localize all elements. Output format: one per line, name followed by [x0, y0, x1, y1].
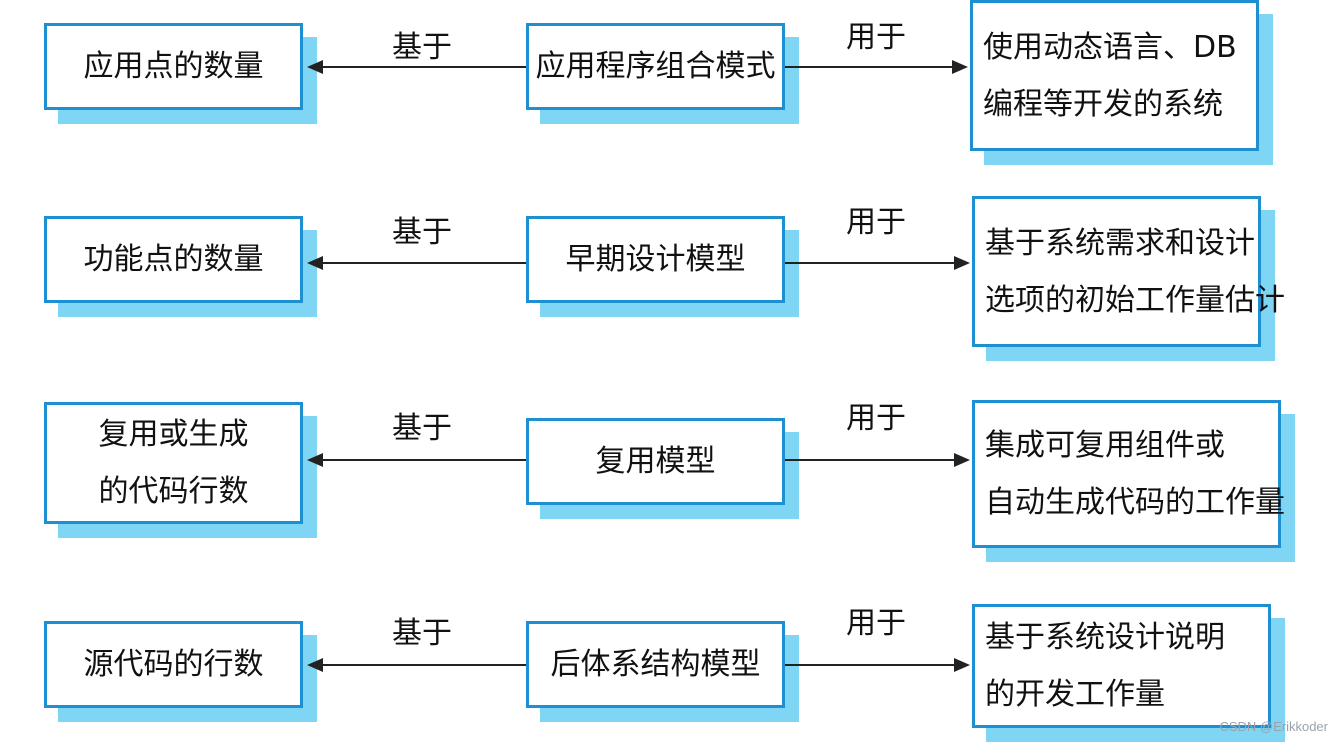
used-for-arrow-head [954, 658, 970, 672]
model-box: 复用模型 [526, 418, 785, 505]
input-metric-box: 源代码的行数 [44, 621, 303, 708]
watermark: CSDN @Erikkoder [1219, 719, 1328, 734]
used-for-arrow-line [785, 262, 956, 264]
used-for-label: 用于 [846, 401, 906, 436]
usage-box: 使用动态语言、DB 编程等开发的系统 [970, 0, 1259, 151]
input-metric-box: 功能点的数量 [44, 216, 303, 303]
based-on-arrow-head [307, 453, 323, 467]
used-for-label: 用于 [846, 606, 906, 641]
usage-box-line: 基于系统需求和设计 [985, 225, 1255, 261]
based-on-arrow-head [307, 658, 323, 672]
used-for-arrow-head [952, 60, 968, 74]
input-metric-box-line: 的代码行数 [98, 474, 249, 509]
used-for-arrow-head [954, 453, 970, 467]
used-for-label: 用于 [846, 20, 906, 55]
usage-box-line: 自动生成代码的工作量 [985, 485, 1285, 520]
based-on-label: 基于 [392, 411, 452, 446]
based-on-label: 基于 [392, 30, 452, 65]
used-for-arrow-line [785, 66, 954, 68]
based-on-arrow-line [321, 664, 526, 666]
model-box: 应用程序组合模式 [526, 23, 785, 110]
used-for-arrow-head [954, 256, 970, 270]
input-metric-box: 复用或生成的代码行数 [44, 402, 303, 524]
usage-box-line: 的开发工作量 [985, 677, 1165, 712]
model-box: 早期设计模型 [526, 216, 785, 303]
input-metric-box-line: 源代码的行数 [83, 647, 264, 682]
based-on-arrow-head [307, 256, 323, 270]
usage-box: 基于系统设计说明的开发工作量 [972, 604, 1271, 728]
input-metric-box-line: 功能点的数量 [83, 242, 264, 277]
usage-box-line: 选项的初始工作量估计 [985, 282, 1285, 318]
input-metric-box-line: 应用点的数量 [83, 49, 264, 84]
based-on-arrow-line [321, 66, 526, 68]
based-on-arrow-head [307, 60, 323, 74]
usage-box: 基于系统需求和设计选项的初始工作量估计 [972, 196, 1285, 347]
used-for-label: 用于 [846, 205, 906, 240]
input-metric-box-line: 复用或生成 [98, 417, 249, 452]
based-on-label: 基于 [392, 616, 452, 651]
used-for-arrow-line [785, 459, 956, 461]
based-on-arrow-line [321, 262, 526, 264]
usage-box-line: 集成可复用组件或 [985, 428, 1225, 463]
usage-box: 集成可复用组件或自动生成代码的工作量 [972, 400, 1285, 548]
usage-box-line: 使用动态语言、DB [983, 29, 1237, 65]
input-metric-box: 应用点的数量 [44, 23, 303, 110]
based-on-label: 基于 [392, 215, 452, 250]
usage-box-line: 基于系统设计说明 [985, 620, 1225, 655]
used-for-arrow-line [785, 664, 956, 666]
model-box-line: 后体系结构模型 [550, 647, 761, 682]
model-box: 后体系结构模型 [526, 621, 785, 708]
model-box-line: 应用程序组合模式 [535, 49, 776, 84]
model-box-line: 复用模型 [595, 444, 716, 479]
model-box-line: 早期设计模型 [565, 242, 746, 277]
usage-box-line: 编程等开发的系统 [983, 86, 1223, 122]
based-on-arrow-line [321, 459, 526, 461]
